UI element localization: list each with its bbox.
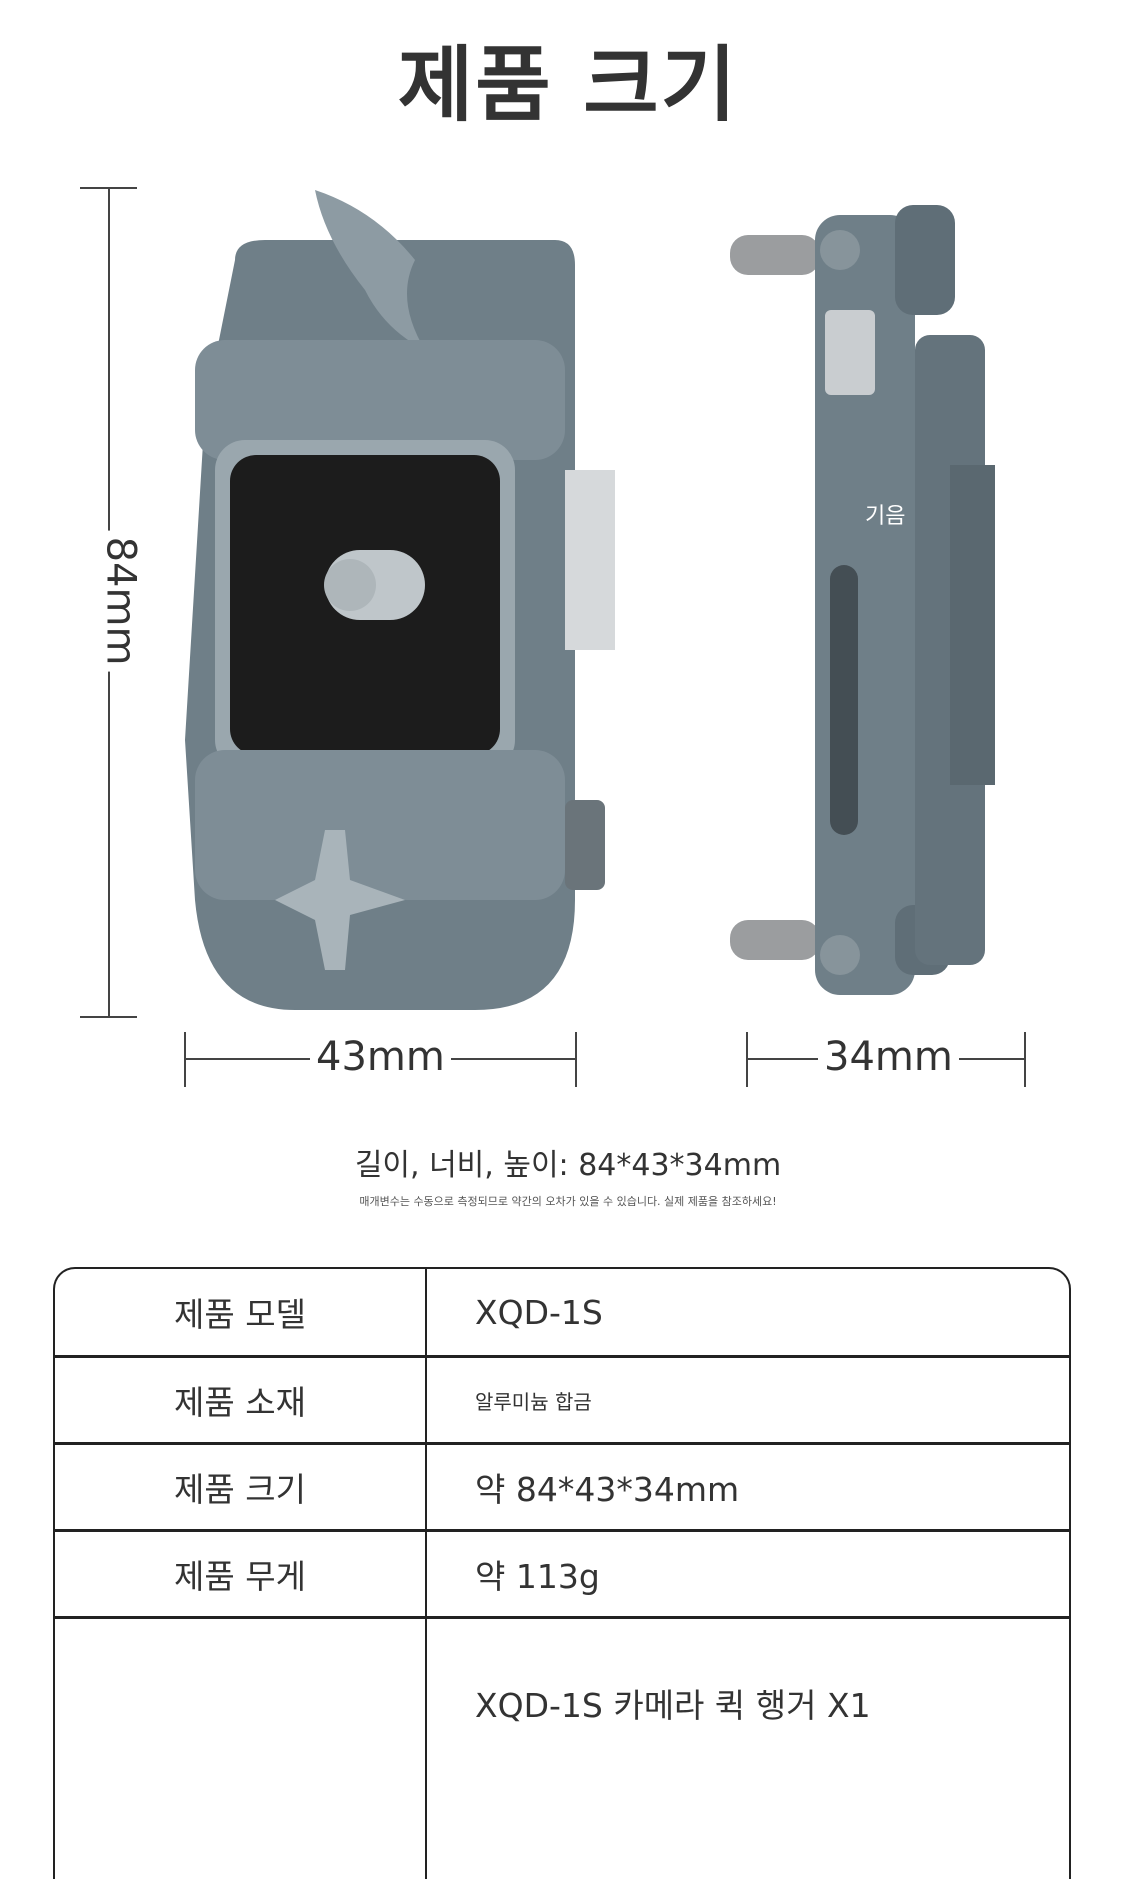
spec-value: 약 84*43*34mm [427, 1445, 1069, 1532]
spec-key [55, 1619, 427, 1879]
spec-key: 제품 무게 [55, 1532, 427, 1619]
page-title: 제품 크기 [397, 38, 739, 133]
spec-value: 알루미늄 합금 [427, 1358, 1069, 1445]
measurement-note: 매개변수는 수동으로 측정되므로 약간의 오차가 있을 수 있습니다. 실제 제… [359, 1195, 777, 1208]
spec-value: XQD-1S [427, 1269, 1069, 1358]
spec-key: 제품 소재 [55, 1358, 427, 1445]
product-front-image [185, 190, 615, 1010]
spec-value: 약 113g [427, 1532, 1069, 1619]
height-label: 84mm [97, 530, 144, 672]
product-side-image [730, 205, 995, 995]
depth-label: 34mm [818, 1034, 959, 1080]
spec-key: 제품 모델 [55, 1269, 427, 1358]
side-label: 기음 [865, 504, 906, 529]
dimension-summary: 길이, 너비, 높이: 84*43*34mm [354, 1148, 782, 1183]
table-row: XQD-1S 카메라 퀵 행거 X1 [55, 1619, 1069, 1879]
width-label: 43mm [310, 1034, 451, 1080]
spec-value: XQD-1S 카메라 퀵 행거 X1 [475, 1686, 871, 1725]
spec-key: 제품 크기 [55, 1445, 427, 1532]
